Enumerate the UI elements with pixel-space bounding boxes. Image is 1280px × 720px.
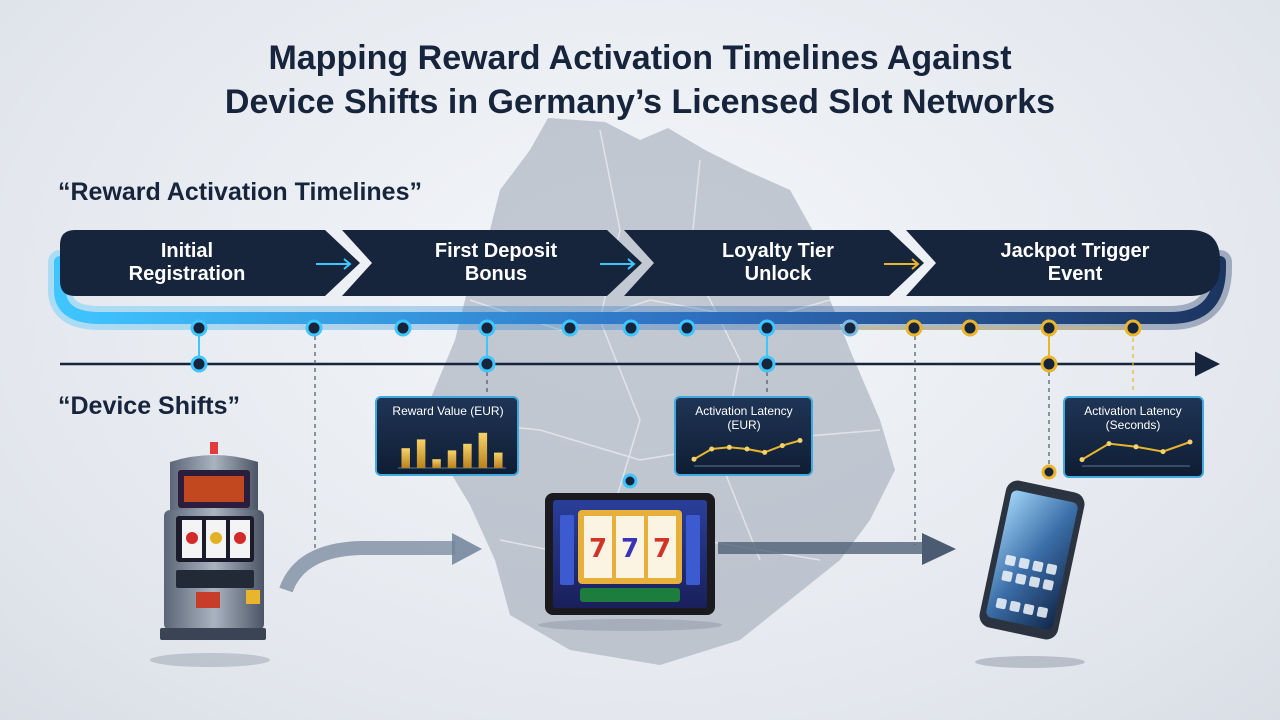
device-flow-arrowhead-2	[922, 533, 956, 565]
panel-line-point	[762, 449, 768, 455]
section-label-device-shifts: “Device Shifts”	[58, 392, 241, 420]
panel-charts	[398, 432, 1193, 469]
device-flow-arrow-1	[279, 541, 455, 593]
panel-bar	[416, 439, 426, 468]
stage-label-line: Unlock	[744, 263, 812, 285]
stage-label-line: Bonus	[464, 263, 528, 285]
page-title: Mapping Reward Activation Timelines Agai…	[0, 36, 1280, 124]
stage-label-line: First Deposit	[434, 240, 558, 262]
panel-title-reward-value: Reward Value (EUR)	[378, 404, 518, 418]
stage-label-line: Loyalty Tier	[722, 240, 834, 262]
panel-line-point	[1160, 449, 1166, 455]
device-flow-arrowhead-1	[452, 533, 482, 565]
stage-label-line: Event	[1047, 263, 1103, 285]
svg-text:7: 7	[653, 534, 671, 564]
panel-bar	[463, 443, 472, 468]
panel-line-point	[726, 444, 732, 450]
panel-bar	[432, 459, 441, 468]
stage-connector-arrows	[316, 258, 920, 270]
slot-machine-icon	[150, 442, 270, 667]
panel-title-line: (Seconds)	[1105, 418, 1161, 432]
panel-line-point	[744, 446, 750, 452]
panel-line-point	[779, 443, 785, 449]
panel-title-line: Activation Latency	[1084, 404, 1182, 418]
svg-text:7: 7	[621, 534, 639, 564]
stage-label-line: Jackpot Trigger	[1000, 240, 1150, 262]
stage-chevron-jackpot	[906, 230, 1220, 296]
stage-label-line: Initial	[160, 240, 214, 262]
smartphone-icon	[975, 464, 1085, 668]
chart-panel-activation-latency-seconds	[1063, 396, 1204, 478]
panel-bar	[447, 450, 457, 468]
panel-line-point	[709, 446, 715, 452]
panel-title-line: (EUR)	[727, 418, 761, 432]
panel-title-line: Activation Latency	[695, 404, 793, 418]
track-nodes	[190, 319, 1142, 337]
stage-chevron-deposit-bonus	[342, 230, 642, 296]
title-line-2: Device Shifts in Germany’s Licensed Slot…	[224, 83, 1056, 121]
panel-bar	[401, 448, 410, 468]
stage-chevron-registration	[60, 230, 360, 296]
panel-line-point	[1187, 439, 1193, 445]
panel-line-point	[1133, 444, 1139, 450]
stage-label-line: Registration	[128, 263, 246, 285]
stage-chevron-loyalty-tier	[624, 230, 924, 296]
title-line-1: Mapping Reward Activation Timelines Agai…	[268, 39, 1012, 77]
svg-text:7: 7	[589, 534, 607, 564]
panel-title-activation-latency-seconds: Activation Latency (Seconds)	[1064, 404, 1202, 432]
chart-panel-activation-latency-eur	[674, 396, 813, 476]
timeline-track	[54, 256, 1226, 324]
panel-line-point	[691, 456, 697, 462]
panel-line-point	[1079, 457, 1085, 463]
section-label-reward-timelines: “Reward Activation Timelines”	[58, 178, 422, 206]
panel-line-point	[1106, 441, 1112, 447]
panel-bar	[478, 432, 488, 468]
panel-title-activation-latency-eur: Activation Latency (EUR)	[676, 404, 812, 432]
panel-line-point	[797, 438, 803, 443]
panel-title-line: Reward Value (EUR)	[392, 404, 504, 418]
tablet-icon: 7 7 7	[538, 473, 722, 631]
panel-bar	[494, 452, 503, 468]
